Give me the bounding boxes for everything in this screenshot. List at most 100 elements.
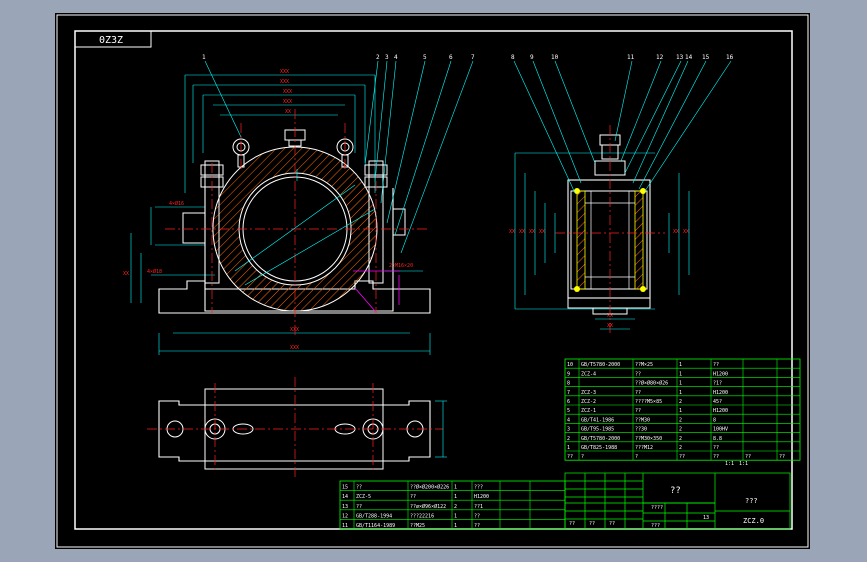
company-name: ??? [745, 497, 758, 505]
svg-text:XX: XX [519, 229, 525, 235]
table-cell-mat: 100HV [713, 427, 728, 433]
svg-text:XX: XX [123, 271, 129, 277]
table-cell-no: 1 [567, 445, 570, 451]
front-dimensions [130, 74, 431, 355]
table-cell-no: 5 [567, 408, 570, 414]
table-cell-name: ??ø×Ø96×Ø122 [410, 503, 446, 510]
table-cell-std: ?? [356, 485, 362, 491]
table-cell-no: 9 [567, 371, 570, 377]
svg-text:4×Ø16: 4×Ø16 [169, 200, 184, 207]
side-balloon-15: 15 [702, 54, 710, 61]
svg-text:XXX: XXX [290, 327, 299, 333]
table-cell-mat: H1200 [713, 408, 728, 414]
title-block [564, 472, 791, 530]
table-cell-mat: ?? [713, 362, 719, 368]
table-cell-mat: 8.8 [713, 436, 722, 442]
svg-text:XX: XX [285, 109, 291, 115]
row-label-1: ??? [651, 523, 660, 529]
side-balloon-13: 13 [676, 54, 684, 61]
front-balloon-3: 3 [385, 54, 389, 61]
side-balloon-16: 16 [726, 54, 734, 61]
front-balloon-7: 7 [471, 54, 475, 61]
table-cell-name: ??Ø×Ø80×Ø26 [635, 380, 668, 387]
front-balloon-4: 4 [394, 54, 398, 61]
table-cell-std: GB/T825-1988 [581, 445, 617, 451]
table-cell-qty: 2 [679, 417, 682, 423]
table-cell-no: 10 [567, 362, 573, 368]
code-box [74, 30, 152, 48]
table-cell-qty: 2 [679, 436, 682, 442]
svg-text:XXX: XXX [280, 69, 289, 75]
table-row: 13?? ??ø×Ø96×Ø122 2 ??1 [342, 503, 483, 510]
svg-text:XX: XX [673, 229, 679, 235]
drawing-name: ?? [670, 486, 681, 496]
table-cell-name: ????M5×85 [635, 399, 662, 405]
table-cell-mat: ?1? [713, 381, 722, 387]
table-cell-name: ?? [635, 390, 641, 396]
table-cell-std: ZCZ-1 [581, 408, 596, 414]
table-cell-qty: 1 [454, 513, 457, 519]
table-cell-std: GB/T41-1986 [581, 417, 614, 423]
svg-text:XX: XX [683, 229, 689, 235]
table-cell-no: 6 [567, 399, 570, 405]
table-cell-no: 2 [567, 436, 570, 442]
sheet-value: 1:1 [739, 461, 748, 467]
table-header-cell: ?? [567, 454, 573, 460]
table-cell-std: GB/T5780-2000 [581, 362, 620, 368]
side-balloon-9: 9 [530, 54, 534, 61]
svg-text:XX: XX [607, 313, 613, 319]
table-cell-qty: 1 [679, 390, 682, 396]
front-balloon-2: 2 [376, 54, 380, 61]
table-cell-mat: H1200 [713, 371, 728, 377]
col-label-0: ?? [569, 521, 575, 527]
table-cell-no: 15 [342, 485, 348, 491]
table-cell-std: ?? [356, 504, 362, 510]
table-cell-name: ?? [410, 494, 416, 500]
svg-text:XXX: XXX [283, 89, 292, 95]
table-cell-no: 14 [342, 494, 348, 500]
table-cell-mat: ?? [474, 513, 480, 519]
top-view [147, 377, 447, 479]
table-cell-no: 4 [567, 417, 570, 423]
col-label-1: ?? [589, 521, 595, 527]
side-balloon-11: 11 [627, 54, 635, 61]
svg-text:4×Ø18: 4×Ø18 [147, 268, 162, 275]
table-cell-mat: ??1 [474, 504, 483, 510]
table-cell-mat: 45? [713, 399, 722, 405]
table-cell-qty: 2 [454, 504, 457, 510]
table-cell-qty: 1 [679, 381, 682, 387]
side-balloon-14: 14 [685, 54, 693, 61]
table-cell-std: ZCZ-2 [581, 399, 596, 405]
table-cell-name: ??M×25 [635, 362, 653, 368]
svg-text:XX: XX [529, 229, 535, 235]
table-cell-std: ZCZ-3 [581, 390, 596, 396]
front-balloon-5: 5 [423, 54, 427, 61]
row-label-0: ???? [651, 505, 663, 511]
table-cell-qty: 1 [679, 371, 682, 377]
table-header-cell: ? [581, 454, 584, 460]
table-cell-name: ??30 [635, 427, 647, 433]
front-balloon-6: 6 [449, 54, 453, 61]
table-cell-no: 13 [342, 504, 348, 510]
table-header-cell: ?? [713, 454, 719, 460]
table-cell-mat: ?? [474, 523, 480, 529]
side-balloon-8: 8 [511, 54, 515, 61]
table-header-cell: ?? [745, 454, 751, 460]
table-cell-qty: 2 [679, 427, 682, 433]
table-cell-qty: 1 [454, 485, 457, 491]
table-cell-no: 11 [342, 523, 348, 529]
table-cell-qty: 2 [679, 399, 682, 405]
svg-text:XXX: XXX [280, 79, 289, 85]
svg-text:2×M16×20: 2×M16×20 [389, 263, 413, 269]
table-cell-mat: ?? [713, 445, 719, 451]
table-cell-qty: 1 [454, 494, 457, 500]
